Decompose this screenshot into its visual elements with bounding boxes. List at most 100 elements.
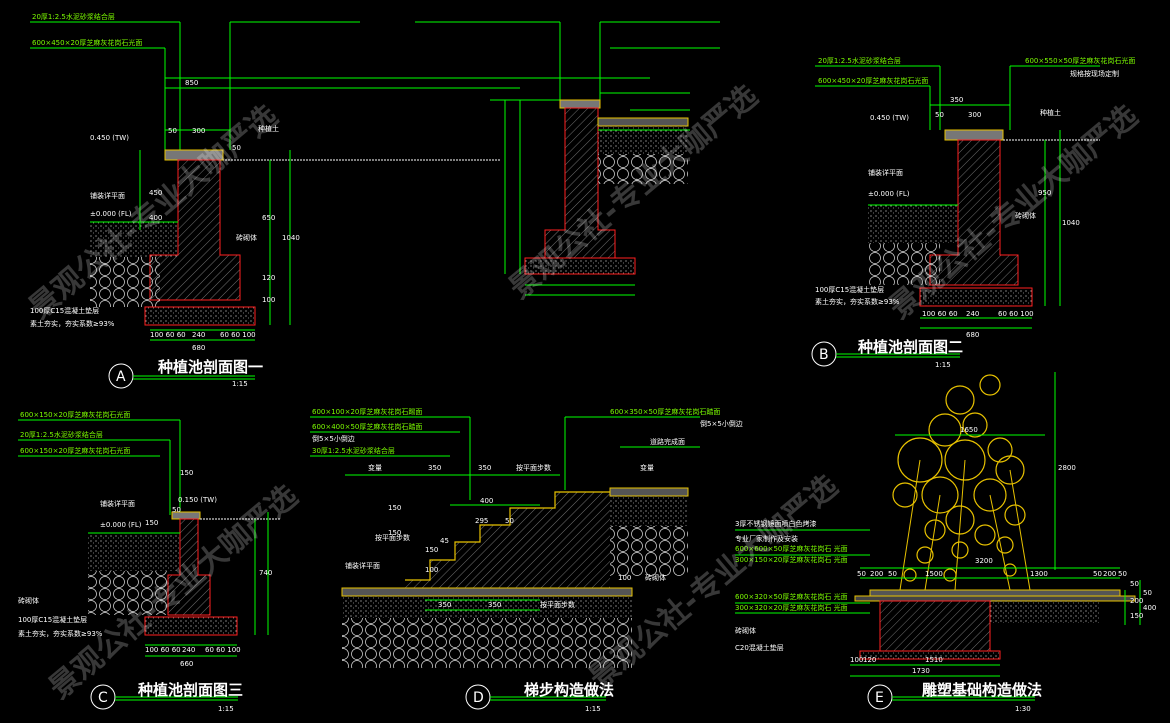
sculpture-sphere	[987, 437, 1013, 463]
sculpture-sphere	[921, 476, 959, 514]
section-a-drawing	[30, 21, 650, 389]
section-a-scale: 1:15	[232, 380, 248, 388]
section-d-label-10: 按平面步数	[516, 463, 551, 472]
section-d-label-11: 变量	[640, 463, 654, 472]
section-e-dim-5: 50	[888, 570, 897, 578]
section-a-dim-8: 120	[262, 274, 275, 282]
section-e-dim-16: 200	[1130, 597, 1143, 605]
section-b-label-6: 铺装详平面	[868, 168, 903, 177]
sculpture-sphere	[1004, 504, 1026, 526]
section-e-dim-12: 120	[863, 656, 876, 664]
section-d-scale: 1:15	[585, 705, 601, 713]
section-e-label-6: 砖砌体	[735, 626, 756, 635]
section-a-label-4: ±0.000 (FL)	[90, 210, 132, 218]
section-c-label-0: 600×150×20厚芝麻灰花岗石光面	[20, 410, 130, 419]
section-d-dim-3: 100	[425, 566, 438, 574]
section-d-label-20: 按平面步数	[540, 600, 575, 609]
section-e-dim-8: 50	[1093, 570, 1102, 578]
section-e-drawing	[735, 372, 1141, 710]
section-c-scale: 1:15	[218, 705, 234, 713]
section-e-label-4: 600×320×50厚芝麻灰花岗石 光面	[735, 592, 848, 601]
section-c-label-3: 铺装详平面	[100, 499, 135, 508]
section-d-dim-0: 150	[388, 504, 401, 512]
section-b-dim-7: 60 60 100	[998, 310, 1034, 318]
section-b-label-1: 600×450×20厚芝麻灰花岗石光面	[818, 76, 928, 85]
section-d-label-18: 350	[438, 601, 451, 609]
section-e-label-0: 3厚不锈钢镜面喷白色烤漆	[735, 519, 816, 528]
section-d-label-21: 100	[618, 574, 631, 582]
section-e-dim-15: 50	[1130, 580, 1139, 588]
section-e-dim-7: 1300	[1030, 570, 1048, 578]
section-b-dim-6: 240	[966, 310, 979, 318]
section-a-label-8: 素土夯实，夯实系数≥93%	[30, 319, 115, 328]
section-d-label-6: 道路完成面	[650, 437, 685, 446]
section-a-dim-5: 650	[262, 214, 275, 222]
sculpture-sphere	[974, 524, 996, 546]
section-a-dim-12: 60 60 100	[220, 331, 256, 339]
section-d-label-2: 倒5×5小倒边	[312, 434, 355, 443]
section-e-label-5: 300×320×20厚芝麻灰花岗石 光面	[735, 603, 848, 612]
section-b-label-2: 600×550×50厚芝麻灰花岗石光面	[1025, 56, 1135, 65]
section-d-label-3: 30厚1:2.5水泥砂浆结合层	[312, 446, 395, 455]
section-e-dim-14: 1730	[912, 667, 930, 675]
section-c-dim-0: 150	[180, 469, 193, 477]
section-d-label-0: 600×100×20厚芝麻灰花岗石踢面	[312, 407, 422, 416]
section-c-dim-4: 100 60 60	[145, 646, 181, 654]
section-d-label-9: 350	[478, 464, 491, 472]
section-a-label-3: 铺装详平面	[90, 191, 125, 200]
section-c-dim-2: 150	[145, 519, 158, 527]
section-a-label-1: 600×450×20厚芝麻灰花岗石光面	[32, 38, 142, 47]
section-e-dim-18: 400	[1143, 604, 1156, 612]
section-b-dim-5: 100 60 60	[922, 310, 958, 318]
section-e-title: 雕塑基础构造做法	[922, 681, 1042, 699]
section-a-dim-11: 240	[192, 331, 205, 339]
section-e-dim-19: 50	[1143, 589, 1152, 597]
sculpture-sphere	[945, 385, 975, 415]
section-b-label-3: 规格按现场定制	[1070, 69, 1119, 78]
section-a-dim-4: 400	[149, 214, 162, 222]
section-b-scale: 1:15	[935, 361, 951, 369]
section-a-dim-3: 450	[149, 189, 162, 197]
sculpture-sphere	[962, 412, 988, 438]
section-top-middle-drawing	[415, 21, 720, 296]
section-d-label-16: 砖砌体	[645, 573, 666, 582]
section-b-drawing	[811, 65, 1100, 367]
sculpture-sphere	[995, 455, 1025, 485]
sculpture-rod	[1009, 469, 1031, 591]
section-d-drawing	[310, 416, 700, 710]
section-e-dim-0: 1650	[960, 426, 978, 434]
section-a-dim-13: 680	[192, 344, 205, 352]
section-d-dim-4: 45	[440, 537, 449, 545]
section-e-dim-11: 100	[850, 656, 863, 664]
sculpture-sphere	[944, 439, 986, 481]
section-c-label-1: 20厚1:2.5水泥砂浆结合层	[20, 430, 103, 439]
section-c-dim-5: 240	[182, 646, 195, 654]
section-d-dim-1: 150	[388, 529, 401, 537]
section-d-label-1: 600×400×50厚芝麻灰花岗石踏面	[312, 422, 422, 431]
section-c-label-6: 砖砌体	[18, 596, 39, 605]
section-e-dim-4: 200	[870, 570, 883, 578]
section-c-label-5: ±0.000 (FL)	[100, 521, 142, 529]
sculpture-sphere	[924, 519, 946, 541]
section-d-label-7: 变量	[368, 463, 382, 472]
section-e-dim-3: 50	[857, 570, 866, 578]
sculpture-sphere	[979, 374, 1001, 396]
section-b-dim-1: 50	[935, 111, 944, 119]
section-e-letter: E	[875, 690, 884, 706]
section-e-label-2: 600×600×50厚芝麻灰花岗石 光面	[735, 544, 848, 553]
section-d-label-5: 倒5×5小倒边	[700, 419, 743, 428]
section-a-dim-7: 50	[232, 144, 241, 152]
section-d-letter: D	[473, 690, 484, 706]
section-b-label-7: ±0.000 (FL)	[868, 190, 910, 198]
section-e-dim-10: 50	[1118, 570, 1127, 578]
section-c-dim-1: 50	[172, 506, 181, 514]
section-c-label-8: 素土夯实，夯实系数≥93%	[18, 629, 103, 638]
section-d-label-12: 400	[480, 497, 493, 505]
section-a-title: 种植池剖面图一	[157, 358, 263, 376]
section-b-label-8: 砖砌体	[1015, 211, 1036, 220]
section-c-dim-7: 660	[180, 660, 193, 668]
section-e-label-7: C20混凝土垫层	[735, 643, 784, 652]
section-e-scale: 1:30	[1015, 705, 1031, 713]
section-c-label-7: 100厚C15混凝土垫层	[18, 615, 87, 624]
